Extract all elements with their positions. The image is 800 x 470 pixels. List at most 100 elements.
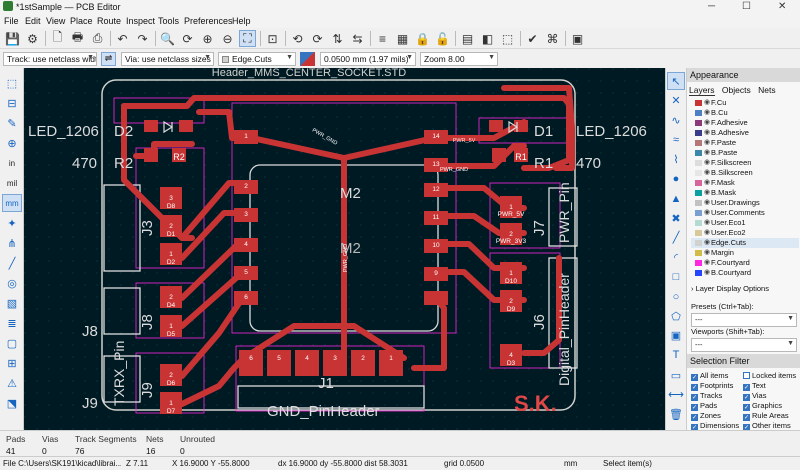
mirror-v-icon[interactable]: ⇅ xyxy=(332,31,343,46)
draw-rectangle-icon[interactable]: □ xyxy=(672,271,680,283)
unlock-icon[interactable]: 🔓 xyxy=(435,31,450,46)
footprint-editor-icon[interactable]: ◧ xyxy=(481,31,494,46)
layer-row[interactable]: ◉B.Silkscreen xyxy=(691,168,799,178)
layer-color-swatch[interactable] xyxy=(695,200,702,206)
layer-row[interactable]: ◉F.Mask xyxy=(691,178,799,188)
redo-icon[interactable]: ↷ xyxy=(137,31,148,46)
layer-color-swatch[interactable] xyxy=(695,180,702,186)
inch-unit-icon[interactable]: in xyxy=(8,158,16,168)
mirror-h-icon[interactable]: ⇆ xyxy=(352,31,363,46)
filter-checkbox[interactable]: ✓Graphics xyxy=(743,401,782,411)
checkbox-icon[interactable]: ✓ xyxy=(691,404,698,411)
print-icon[interactable]: 🖶 xyxy=(71,30,84,44)
viewports-dropdown[interactable]: ---▼ xyxy=(691,338,797,352)
mm-unit-icon[interactable]: mm xyxy=(2,194,22,212)
menu-inspect[interactable]: Inspect xyxy=(126,16,156,26)
eye-icon[interactable]: ◉ xyxy=(704,149,711,156)
zoom-object-icon[interactable]: ⊡ xyxy=(267,31,278,46)
layer-color-swatch[interactable] xyxy=(695,240,702,246)
layer-row[interactable]: ◉User.Eco2 xyxy=(691,228,799,238)
cursor-icon[interactable]: ✦ xyxy=(7,217,17,230)
checkbox-icon[interactable]: ✓ xyxy=(691,394,698,401)
eye-icon[interactable]: ◉ xyxy=(704,249,711,256)
filter-checkbox[interactable]: ✓Pads xyxy=(691,401,717,411)
minimize-icon[interactable]: ─ xyxy=(708,1,716,12)
layer-color-swatch[interactable] xyxy=(695,230,702,236)
add-zone-icon[interactable]: ▲ xyxy=(670,192,682,205)
tune-length-icon[interactable]: ⌇ xyxy=(673,153,679,166)
rotate-ccw-icon[interactable]: ⟲ xyxy=(292,31,303,46)
3d-viewer-icon[interactable]: ⬚ xyxy=(501,31,514,46)
close-icon[interactable]: ✕ xyxy=(778,1,787,12)
filter-checkbox[interactable]: ✓Rule Areas xyxy=(743,411,789,421)
add-via-icon[interactable]: ● xyxy=(672,173,680,185)
layer-row[interactable]: ◉User.Comments xyxy=(691,208,799,218)
layer-color-swatch[interactable] xyxy=(695,270,702,276)
eye-icon[interactable]: ◉ xyxy=(704,119,711,126)
track-outline-icon[interactable]: ╱ xyxy=(8,257,16,270)
plot-icon[interactable]: ⎙ xyxy=(92,31,103,45)
search-icon[interactable]: 🔍 xyxy=(160,31,175,46)
eye-icon[interactable]: ◉ xyxy=(704,259,711,266)
eye-icon[interactable]: ◉ xyxy=(704,229,711,236)
layer-color-swatch[interactable] xyxy=(695,210,702,216)
eye-icon[interactable]: ◉ xyxy=(704,99,711,106)
checkbox-icon[interactable] xyxy=(743,372,750,379)
layer-color-swatch[interactable] xyxy=(695,140,702,146)
layer-row[interactable]: ◉F.Silkscreen xyxy=(691,158,799,168)
layer-row[interactable]: ◉F.Paste xyxy=(691,138,799,148)
tab-objects[interactable]: Objects xyxy=(721,85,751,95)
zoom-fit-icon[interactable]: ⛶ xyxy=(239,30,256,47)
add-dimension-icon[interactable]: ⟷ xyxy=(668,389,684,402)
grid-icon[interactable]: ⊞ xyxy=(7,357,17,370)
via-outline-icon[interactable]: ◎ xyxy=(7,277,17,290)
layer-row[interactable]: ◉F.Adhesive xyxy=(691,118,799,128)
layer-row[interactable]: ◉Edge.Cuts xyxy=(691,238,799,248)
layer-color-swatch[interactable] xyxy=(695,150,702,156)
layer-row[interactable]: ◉B.Paste xyxy=(691,148,799,158)
draw-line-icon[interactable]: ╱ xyxy=(672,232,680,245)
via-size-dropdown[interactable]: Via: use netclass sizes▼ xyxy=(121,52,214,66)
select-arrow-icon[interactable]: ↖ xyxy=(667,72,685,90)
layer-color-swatch[interactable] xyxy=(695,120,702,126)
layers-icon[interactable]: ≣ xyxy=(7,317,17,330)
local-ratsnest-tool-icon[interactable]: ✕ xyxy=(671,95,681,108)
netlist-icon[interactable]: ▤ xyxy=(461,31,474,46)
local-ratsnest-icon[interactable]: ⋔ xyxy=(7,237,17,250)
filter-checkbox[interactable]: ✓Vias xyxy=(743,391,766,401)
page-icon[interactable]: 🗋 xyxy=(52,30,63,44)
checkbox-icon[interactable]: ✓ xyxy=(743,394,750,401)
tab-nets[interactable]: Nets xyxy=(758,85,776,95)
grid-dropdown[interactable]: 0.0500 mm (1.97 mils)▼ xyxy=(320,52,416,66)
presets-dropdown[interactable]: ---▼ xyxy=(691,313,797,327)
rotate-cw-icon[interactable]: ⟳ xyxy=(312,31,323,46)
checkbox-icon[interactable]: ✓ xyxy=(691,374,698,381)
zoom-dropdown[interactable]: Zoom 8.00▼ xyxy=(420,52,498,66)
board-setup-icon[interactable]: ⚙ xyxy=(27,31,38,46)
pcb-canvas[interactable]: Header_MMS_CENTER_SOCKET.STD xyxy=(24,68,665,430)
add-image-icon[interactable]: ▣ xyxy=(670,330,682,343)
eye-icon[interactable]: ◉ xyxy=(704,239,711,246)
track-width-dropdown[interactable]: Track: use netclass width▼ xyxy=(3,52,97,66)
layer-dropdown[interactable]: Edge.Cuts▼ xyxy=(218,52,296,66)
align-icon[interactable]: ≡ xyxy=(378,31,386,46)
checkbox-icon[interactable]: ✓ xyxy=(691,414,698,421)
menu-tools[interactable]: Tools xyxy=(158,16,180,26)
menu-edit[interactable]: Edit xyxy=(25,16,41,26)
layer-pair-icon[interactable] xyxy=(300,52,315,66)
eye-icon[interactable]: ◉ xyxy=(704,269,711,276)
mil-unit-icon[interactable]: mil xyxy=(6,178,18,188)
layer-display-options[interactable]: › Layer Display Options xyxy=(691,284,769,293)
save-icon[interactable]: 💾 xyxy=(5,31,20,46)
polar-icon[interactable]: ⊕ xyxy=(7,137,17,150)
eye-icon[interactable]: ◉ xyxy=(704,169,711,176)
layer-color-swatch[interactable] xyxy=(695,130,702,136)
eye-icon[interactable]: ◉ xyxy=(704,139,711,146)
layer-row[interactable]: ◉F.Cu xyxy=(691,98,799,108)
filter-checkbox[interactable]: ✓Text xyxy=(743,381,766,391)
zone-outline-icon[interactable]: ▧ xyxy=(6,297,18,310)
eye-icon[interactable]: ◉ xyxy=(704,219,711,226)
layer-color-swatch[interactable] xyxy=(695,220,702,226)
eye-icon[interactable]: ◉ xyxy=(704,209,711,216)
filter-checkbox[interactable]: ✓Footprints xyxy=(691,381,733,391)
